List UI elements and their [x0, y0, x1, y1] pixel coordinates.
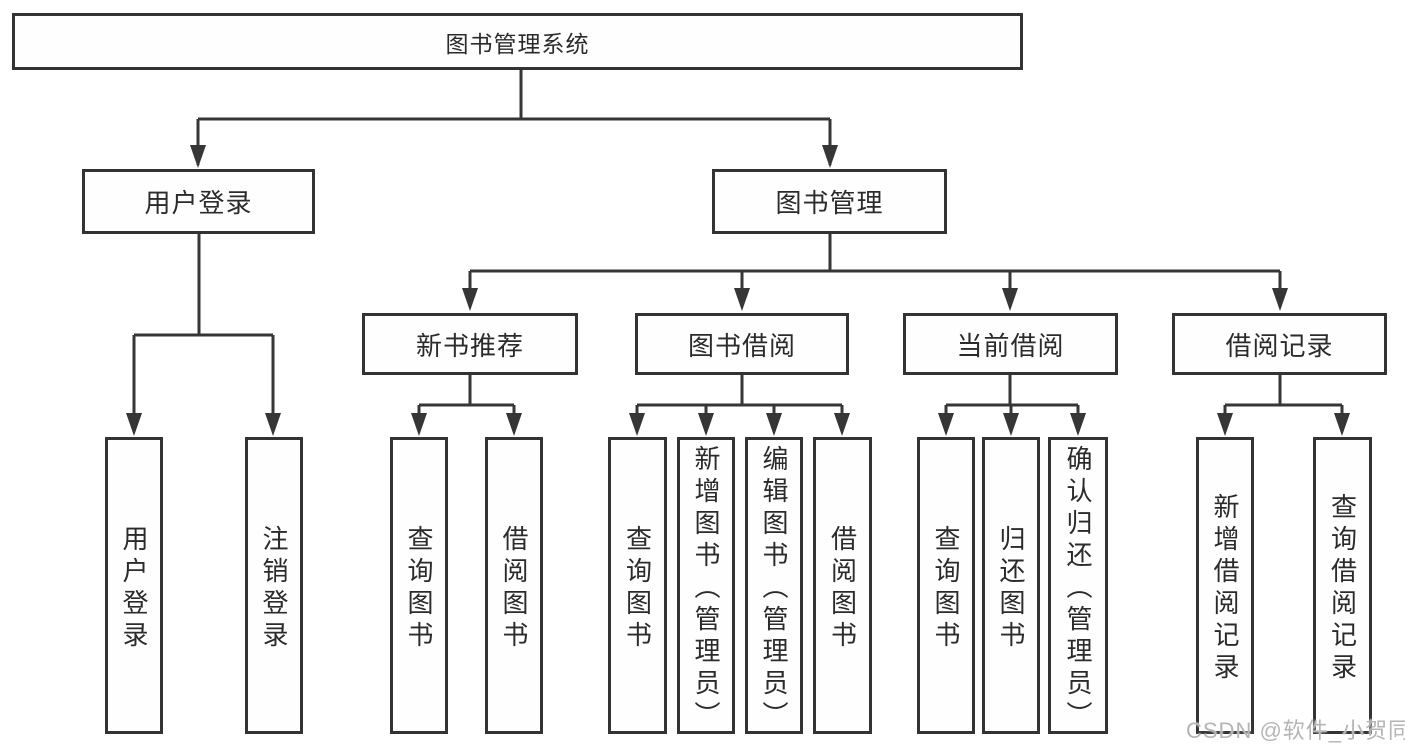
node-user-login-branch: 用户登录	[82, 169, 315, 234]
arrow-down-icon	[1272, 288, 1288, 311]
arrow-down-icon	[462, 288, 478, 311]
leaf-query-books: 查询图书	[917, 437, 975, 734]
leaf-label: 新增借阅记录	[1210, 492, 1240, 685]
arrow-down-icon	[1217, 413, 1233, 436]
leaf-query-books: 查询图书	[608, 437, 667, 734]
leaf-user-login: 用户登录	[105, 437, 163, 734]
leaf-query-books: 查询图书	[390, 437, 448, 734]
node-book-management-branch: 图书管理	[712, 169, 947, 234]
node-new-book-recommendation: 新书推荐	[362, 313, 578, 375]
leaf-label: 查询图书	[404, 524, 434, 653]
node-borrowing-records: 借阅记录	[1172, 313, 1387, 375]
leaf-borrow-books: 借阅图书	[485, 437, 543, 734]
arrow-down-icon	[698, 413, 714, 436]
node-label: 图书管理系统	[445, 30, 590, 57]
leaf-borrow-books: 借阅图书	[813, 437, 872, 734]
arrow-down-icon	[126, 413, 142, 436]
arrow-down-icon	[766, 413, 782, 436]
leaf-label: 用户登录	[119, 524, 149, 653]
node-label: 当前借阅	[956, 330, 1065, 361]
leaf-logout: 注销登录	[245, 437, 303, 734]
arrow-down-icon	[1334, 413, 1350, 436]
leaf-label: 归还图书	[996, 524, 1026, 653]
arrow-down-icon	[629, 413, 645, 436]
leaf-label: 查询图书	[931, 524, 961, 653]
leaf-query-borrow-record: 查询借阅记录	[1313, 437, 1372, 734]
node-label: 图书管理	[775, 188, 884, 218]
leaf-edit-books-admin: 编辑图书（管理员）	[745, 437, 803, 734]
arrow-down-icon	[822, 145, 838, 168]
node-current-borrowing: 当前借阅	[903, 313, 1118, 375]
node-label: 图书借阅	[687, 330, 796, 361]
leaf-label: 确认归还（管理员）	[1063, 444, 1093, 733]
csdn-watermark: CSDN @软件_小贺同学	[1186, 718, 1405, 743]
leaf-label: 新增图书（管理员）	[691, 444, 721, 733]
leaf-add-books-admin: 新增图书（管理员）	[677, 437, 735, 734]
arrow-down-icon	[1070, 413, 1086, 436]
leaf-label: 借阅图书	[499, 524, 529, 653]
leaf-confirm-return-admin: 确认归还（管理员）	[1048, 437, 1108, 734]
arrow-down-icon	[734, 288, 750, 311]
arrow-down-icon	[265, 413, 281, 436]
node-book-borrowing: 图书借阅	[635, 313, 849, 375]
leaf-label: 查询图书	[622, 524, 653, 653]
node-root-system: 图书管理系统	[12, 13, 1023, 70]
leaf-add-borrow-record: 新增借阅记录	[1196, 437, 1254, 734]
arrow-down-icon	[411, 413, 427, 436]
arrow-down-icon	[1003, 413, 1019, 436]
arrow-down-icon	[506, 413, 522, 436]
leaf-label: 查询借阅记录	[1327, 492, 1358, 685]
arrow-down-icons	[126, 145, 1350, 436]
node-label: 新书推荐	[415, 330, 524, 361]
arrow-down-icon	[1002, 288, 1018, 311]
arrow-down-icon	[938, 413, 954, 436]
leaf-label: 注销登录	[259, 524, 289, 653]
node-label: 用户登录	[144, 188, 253, 218]
arrow-down-icon	[190, 145, 206, 168]
node-label: 借阅记录	[1225, 330, 1334, 361]
arrow-down-icon	[834, 413, 850, 436]
leaf-label: 编辑图书（管理员）	[759, 444, 789, 733]
tree-edges	[132, 69, 1344, 430]
leaf-label: 借阅图书	[827, 524, 858, 653]
leaf-return-books: 归还图书	[982, 437, 1040, 734]
